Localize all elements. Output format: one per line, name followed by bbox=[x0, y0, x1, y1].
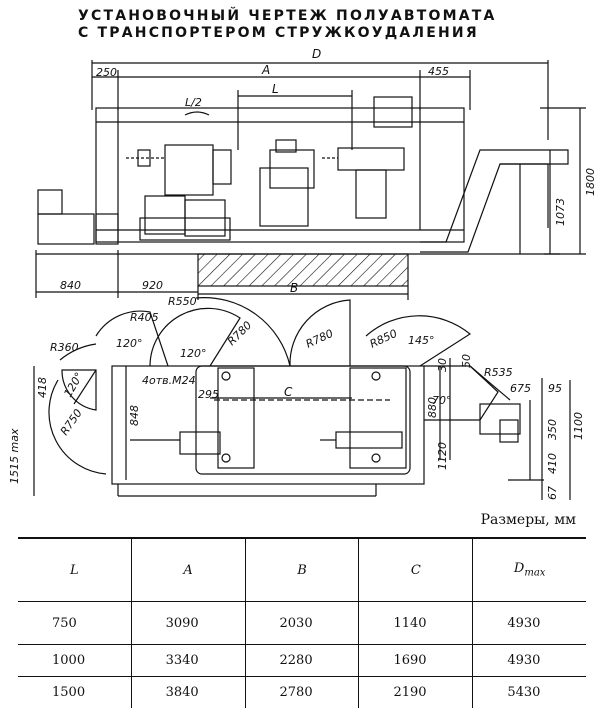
dim-880-label: 880 bbox=[426, 397, 439, 418]
header-D-symbol: D bbox=[514, 561, 524, 576]
dim-418-label: 418 bbox=[36, 377, 49, 398]
header-A: A bbox=[131, 538, 245, 602]
dim-1073-label: 1073 bbox=[554, 198, 567, 226]
dim-840-label: 840 bbox=[60, 279, 81, 292]
dim-1515-label: 1515 max bbox=[8, 428, 21, 484]
table-cell: 3090 bbox=[131, 602, 245, 645]
header-D: Dmax bbox=[473, 538, 586, 602]
dim-1800-label: 1800 bbox=[584, 168, 597, 196]
holes-label: 4отв.М24 bbox=[142, 374, 196, 387]
angle-145-label: 145° bbox=[408, 334, 435, 347]
header-D-sub: max bbox=[524, 568, 545, 579]
table-cell: 2190 bbox=[359, 677, 473, 708]
r535-label: R535 bbox=[484, 366, 513, 379]
angle-120b-label: 120° bbox=[180, 347, 207, 360]
r750-label: R750 bbox=[58, 407, 85, 438]
r780b-label: R780 bbox=[304, 327, 335, 351]
table-cell: 4930 bbox=[473, 602, 586, 645]
plan-view: R550 R405 R360 R780 R780 R850 R535 R750 … bbox=[8, 295, 585, 500]
marker-L2-label: L/2 bbox=[185, 96, 202, 109]
header-L: L bbox=[18, 538, 131, 602]
dim-67-label: 67 bbox=[546, 486, 559, 500]
dim-95-label: 95 bbox=[548, 382, 562, 395]
units-caption: Размеры, мм bbox=[481, 512, 576, 528]
dim-295-label: 295 bbox=[198, 388, 219, 401]
dim-250-label: 250 bbox=[96, 66, 117, 79]
dim-1100-label: 1100 bbox=[572, 412, 585, 440]
dim-1120-label: 1120 bbox=[436, 442, 449, 470]
table-cell: 1690 bbox=[359, 645, 473, 677]
dim-50-label: 50 bbox=[460, 354, 473, 368]
r360-label: R360 bbox=[50, 341, 79, 354]
table-cell: 3840 bbox=[131, 677, 245, 708]
r780a-label: R780 bbox=[225, 319, 254, 348]
dim-455-label: 455 bbox=[428, 65, 449, 78]
table-row: 750 3090 2030 1140 4930 bbox=[18, 602, 586, 645]
installation-drawing: D 250 A 455 L L/2 840 920 B 1073 1800 bbox=[0, 0, 600, 510]
table-cell: 750 bbox=[18, 602, 131, 645]
dim-30-label: 30 bbox=[436, 358, 449, 372]
table-header-row: L A B C Dmax bbox=[18, 538, 586, 602]
r550-label: R550 bbox=[168, 295, 197, 308]
table-cell: 5430 bbox=[473, 677, 586, 708]
table-cell: 2280 bbox=[245, 645, 359, 677]
table-cell: 3340 bbox=[131, 645, 245, 677]
dim-D-label: D bbox=[312, 47, 321, 61]
dim-920-label: 920 bbox=[142, 279, 163, 292]
dim-A-label: A bbox=[261, 63, 270, 77]
angle-120a-label: 120° bbox=[116, 337, 143, 350]
dim-848-label: 848 bbox=[128, 405, 141, 426]
header-B: B bbox=[245, 538, 359, 602]
dim-B-label: B bbox=[290, 281, 298, 295]
table-cell: 4930 bbox=[473, 645, 586, 677]
table-cell: 1140 bbox=[359, 602, 473, 645]
angle-120c-label: 120° bbox=[61, 370, 86, 399]
dim-C-label: C bbox=[284, 385, 293, 399]
table-cell: 1000 bbox=[18, 645, 131, 677]
table-cell: 1500 bbox=[18, 677, 131, 708]
header-C: C bbox=[359, 538, 473, 602]
table-row: 1000 3340 2280 1690 4930 bbox=[18, 645, 586, 677]
dimensions-table: L A B C Dmax 750 3090 2030 1140 4930 100… bbox=[18, 537, 586, 708]
dim-675-label: 675 bbox=[510, 382, 531, 395]
r405-label: R405 bbox=[130, 311, 159, 324]
dim-L-label: L bbox=[272, 82, 279, 96]
table-row: 1500 3840 2780 2190 5430 bbox=[18, 677, 586, 708]
table-cell: 2030 bbox=[245, 602, 359, 645]
table-cell: 2780 bbox=[245, 677, 359, 708]
front-view: D 250 A 455 L L/2 840 920 B 1073 1800 bbox=[36, 47, 597, 300]
dim-350-label: 350 bbox=[546, 419, 559, 440]
dim-410-label: 410 bbox=[546, 453, 559, 474]
